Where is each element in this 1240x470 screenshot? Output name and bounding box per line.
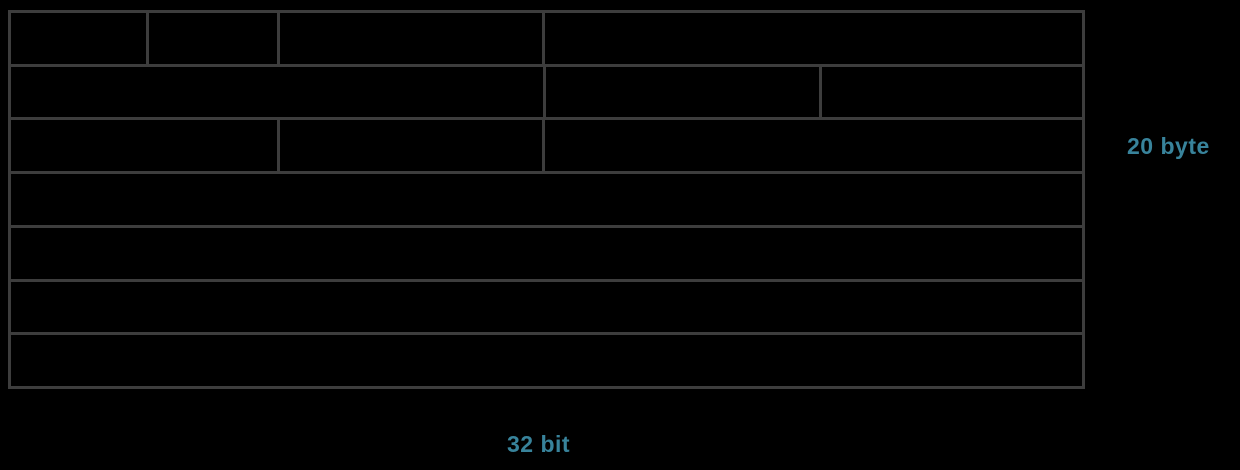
table-cell <box>11 335 1082 386</box>
table-cell <box>11 282 1082 333</box>
table-cell <box>145 13 277 64</box>
table-cell <box>11 120 277 171</box>
table-cell <box>11 228 1082 279</box>
header-table <box>8 10 1085 389</box>
table-row <box>11 13 1082 64</box>
table-row <box>11 117 1082 172</box>
table-row <box>11 171 1082 225</box>
table-row <box>11 278 1082 333</box>
table-cell <box>276 13 543 64</box>
table-row <box>11 224 1082 279</box>
table-cell <box>542 120 1082 172</box>
table-cell <box>11 13 146 64</box>
table-cell <box>542 13 1082 64</box>
table-cell <box>11 174 1082 225</box>
byte-count-label: 20 byte <box>1127 133 1210 159</box>
bit-width-label: 32 bit <box>507 431 571 457</box>
table-row <box>11 63 1082 118</box>
table-cell <box>276 120 543 172</box>
table-cell <box>818 66 1082 118</box>
table-cell <box>11 67 543 118</box>
table-cell <box>543 66 818 118</box>
table-row <box>11 332 1082 386</box>
